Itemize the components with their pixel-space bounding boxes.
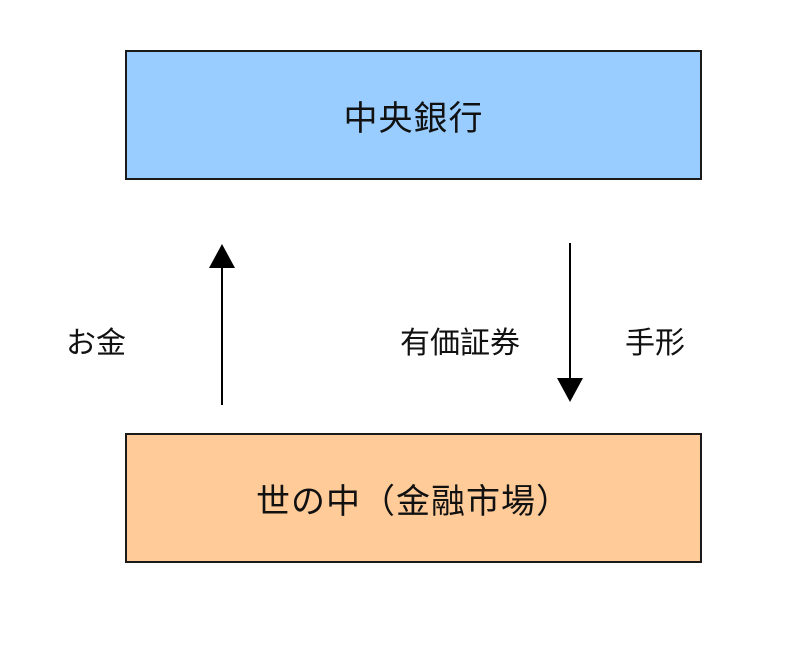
central-bank-label: 中央銀行 bbox=[343, 98, 484, 139]
securities-label: 有価証券 bbox=[400, 326, 520, 361]
central-bank-box: 中央銀行 bbox=[125, 50, 702, 180]
securities-arrow-head bbox=[557, 378, 583, 402]
financial-market-box: 世の中（金融市場） bbox=[125, 433, 702, 563]
securities-down-arrow bbox=[557, 243, 583, 402]
financial-market-label: 世の中（金融市場） bbox=[256, 481, 571, 522]
money-label: お金 bbox=[66, 326, 126, 361]
bills-label: 手形 bbox=[625, 326, 685, 361]
money-up-arrow bbox=[209, 244, 235, 405]
money-arrow-head bbox=[209, 244, 235, 268]
